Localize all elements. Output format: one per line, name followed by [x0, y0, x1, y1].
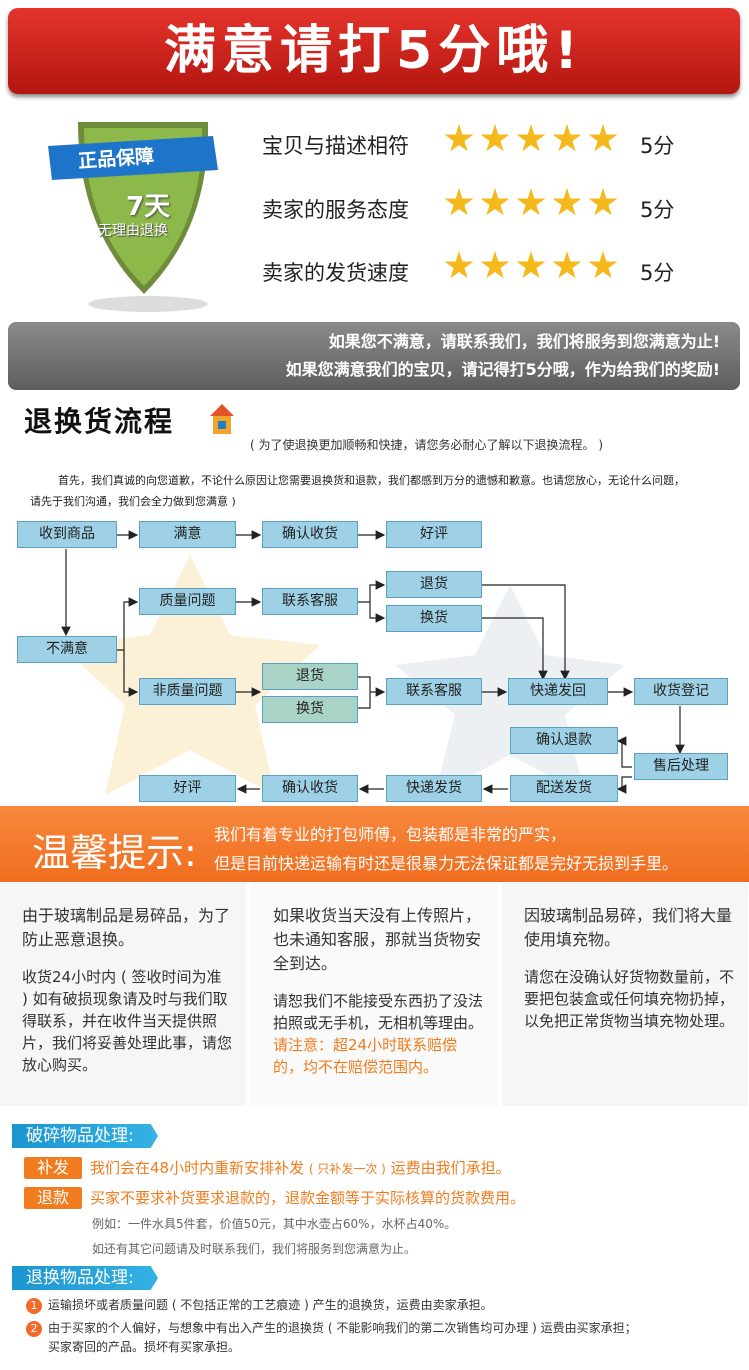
shield-line3: 无理由退换 [98, 223, 168, 239]
refund-tag: 退款 [24, 1187, 82, 1209]
star-icon [480, 124, 510, 152]
star-icon [552, 251, 582, 279]
reissue-note: ( 只补发一次 ) [308, 1162, 386, 1176]
flow-exchange: 换货 [386, 605, 482, 632]
rating-score-3: 5分 [640, 261, 675, 285]
tip-column-1: 由于玻璃制品是易碎品，为了防止恶意退换。 收货24小时内 ( 签收时间为准 ) … [0, 882, 246, 1106]
flow-unsatisfied: 不满意 [17, 636, 117, 663]
star-icon [444, 251, 474, 279]
tip-column-2: 如果收货当天没有上传照片，也未通知客服，那就当货物安全到达。 请恕我们不能接受东… [251, 882, 497, 1106]
flow-received: 收到商品 [17, 521, 117, 548]
top-banner: 满意请打5分哦! [8, 8, 740, 94]
process-intro: 首先，我们真诚的向您道歉，不论什么原因让您需要退换货和退款，我们都感到万分的遗憾… [30, 474, 685, 508]
star-icon [444, 188, 474, 216]
notice-line2: 如果您满意我们的宝贝，请记得打5分哦，作为给我们的奖励! [285, 360, 720, 379]
flow-satisfied: 满意 [139, 521, 236, 548]
flow-review-2: 好评 [139, 775, 236, 802]
number-2-icon: 2 [26, 1321, 42, 1337]
flow-nonquality-issue: 非质量问题 [139, 678, 236, 705]
process-subtitle: ( 为了使退换更加顺畅和快捷，请您务必耐心了解以下退换流程。 ) [250, 438, 603, 452]
flow-confirm-receipt-2: 确认收货 [262, 775, 358, 802]
star-icon [516, 251, 546, 279]
house-icon [208, 402, 236, 438]
flow-quality-issue: 质量问题 [139, 588, 236, 615]
flow-return: 退货 [386, 571, 482, 598]
flow-express-ship: 快递发货 [386, 775, 482, 802]
star-icon [588, 124, 618, 152]
flow-contact-service: 联系客服 [262, 588, 358, 615]
refund-example: 例如：一件水具5件套，价值50元，其中水壶占60%，水杯占40%。 [92, 1217, 457, 1231]
tip3-head: 因玻璃制品易碎，我们将大量使用填充物。 [524, 906, 733, 949]
rating-label-3: 卖家的发货速度 [262, 261, 409, 285]
star-icon [480, 251, 510, 279]
star-icon [480, 188, 510, 216]
star-icon [444, 124, 474, 152]
tips-banner: 温馨提示: 我们有着专业的打包师傅，包装都是非常的严实， 但是目前快递运输有时还… [0, 806, 749, 882]
flow-exchange-2: 换货 [262, 696, 358, 723]
tips-title: 温馨提示: [32, 831, 197, 875]
tip-column-3: 因玻璃制品易碎，我们将大量使用填充物。 请您在没确认好货物数量前，不要把包装盒或… [502, 882, 748, 1106]
tips-line2: 但是目前快递运输有时还是很暴力无法保证都是完好无损到手里。 [214, 854, 679, 873]
star-icon [588, 188, 618, 216]
tip2-warning: 请注意：超24小时联系赔偿的，均不在赔偿范围内。 [273, 1036, 458, 1076]
broken-section-title: 破碎物品处理: [12, 1124, 158, 1148]
tips-line1: 我们有着专业的打包师傅，包装都是非常的严实， [214, 825, 567, 844]
flow-register: 收货登记 [634, 678, 728, 705]
reissue-text: 我们会在48小时内重新安排补发 [90, 1159, 305, 1177]
tip3-body: 请您在没确认好货物数量前，不要把包装盒或任何填充物扔掉，以免把正常货物当填充物处… [524, 968, 735, 1030]
returns-item-2b: 买家寄回的产品。损坏有买家承担。 [48, 1340, 241, 1354]
process-title: 退换货流程 [24, 405, 175, 438]
refund-text: 买家不要求补货要求退款的，退款金额等于实际核算的货款费用。 [90, 1189, 526, 1207]
notice-bar: 如果您不满意，请联系我们，我们将服务到您满意为止! 如果您满意我们的宝贝，请记得… [8, 322, 740, 390]
shield-line1: 正品保障 [77, 145, 155, 173]
flow-after-sale: 售后处理 [634, 753, 728, 780]
tip1-body: 收货24小时内 ( 签收时间为准 ) 如有破损现象请及时与我们取得联系，并在收件… [22, 968, 233, 1074]
returns-item-1: 运输损坏或者质量问题 ( 不包括正常的工艺痕迹 ) 产生的退换货，运费由卖家承担… [48, 1298, 493, 1312]
returns-section-title: 退换物品处理: [12, 1266, 158, 1290]
flow-deliver: 配送发货 [510, 775, 618, 802]
tip2-head: 如果收货当天没有上传照片，也未通知客服，那就当货物安全到达。 [273, 906, 482, 973]
other-issues: 如还有其它问题请及时联系我们，我们将服务到您满意为止。 [92, 1242, 417, 1256]
star-icon [516, 124, 546, 152]
rating-label-2: 卖家的服务态度 [262, 198, 409, 222]
rating-score-1: 5分 [640, 134, 675, 158]
star-icon [516, 188, 546, 216]
shield-line2: 7天 [126, 192, 171, 222]
shield-badge: 正品保障 7天 无理由退换 [38, 108, 228, 318]
tip1-head: 由于玻璃制品是易碎品，为了防止恶意退换。 [22, 906, 231, 949]
returns-item-2a: 由于买家的个人偏好，与想象中有出入产生的退换货 ( 不能影响我们的第二次销售均可… [48, 1321, 637, 1335]
flow-confirm-receipt: 确认收货 [262, 521, 358, 548]
flow-confirm-refund: 确认退款 [510, 727, 618, 754]
number-1-icon: 1 [26, 1298, 42, 1314]
star-icon [588, 251, 618, 279]
banner-title: 满意请打5分哦! [164, 21, 584, 81]
reissue-end: 运费由我们承担。 [390, 1159, 511, 1177]
rating-label-1: 宝贝与描述相符 [262, 134, 409, 158]
shield-icon [48, 122, 218, 312]
star-icon [552, 124, 582, 152]
flow-ship-back: 快递发回 [508, 678, 608, 705]
flow-contact-service-2: 联系客服 [386, 678, 482, 705]
tip2-body: 请恕我们不能接受东西扔了没法拍照或无手机，无相机等理由。 [273, 992, 484, 1032]
notice-line1: 如果您不满意，请联系我们，我们将服务到您满意为止! [328, 332, 720, 351]
star-icon [552, 188, 582, 216]
flow-return-2: 退货 [262, 663, 358, 690]
flow-review: 好评 [386, 521, 482, 548]
reissue-line: 我们会在48小时内重新安排补发 ( 只补发一次 ) 运费由我们承担。 [90, 1157, 511, 1178]
reissue-tag: 补发 [24, 1157, 82, 1179]
rating-score-2: 5分 [640, 198, 675, 222]
